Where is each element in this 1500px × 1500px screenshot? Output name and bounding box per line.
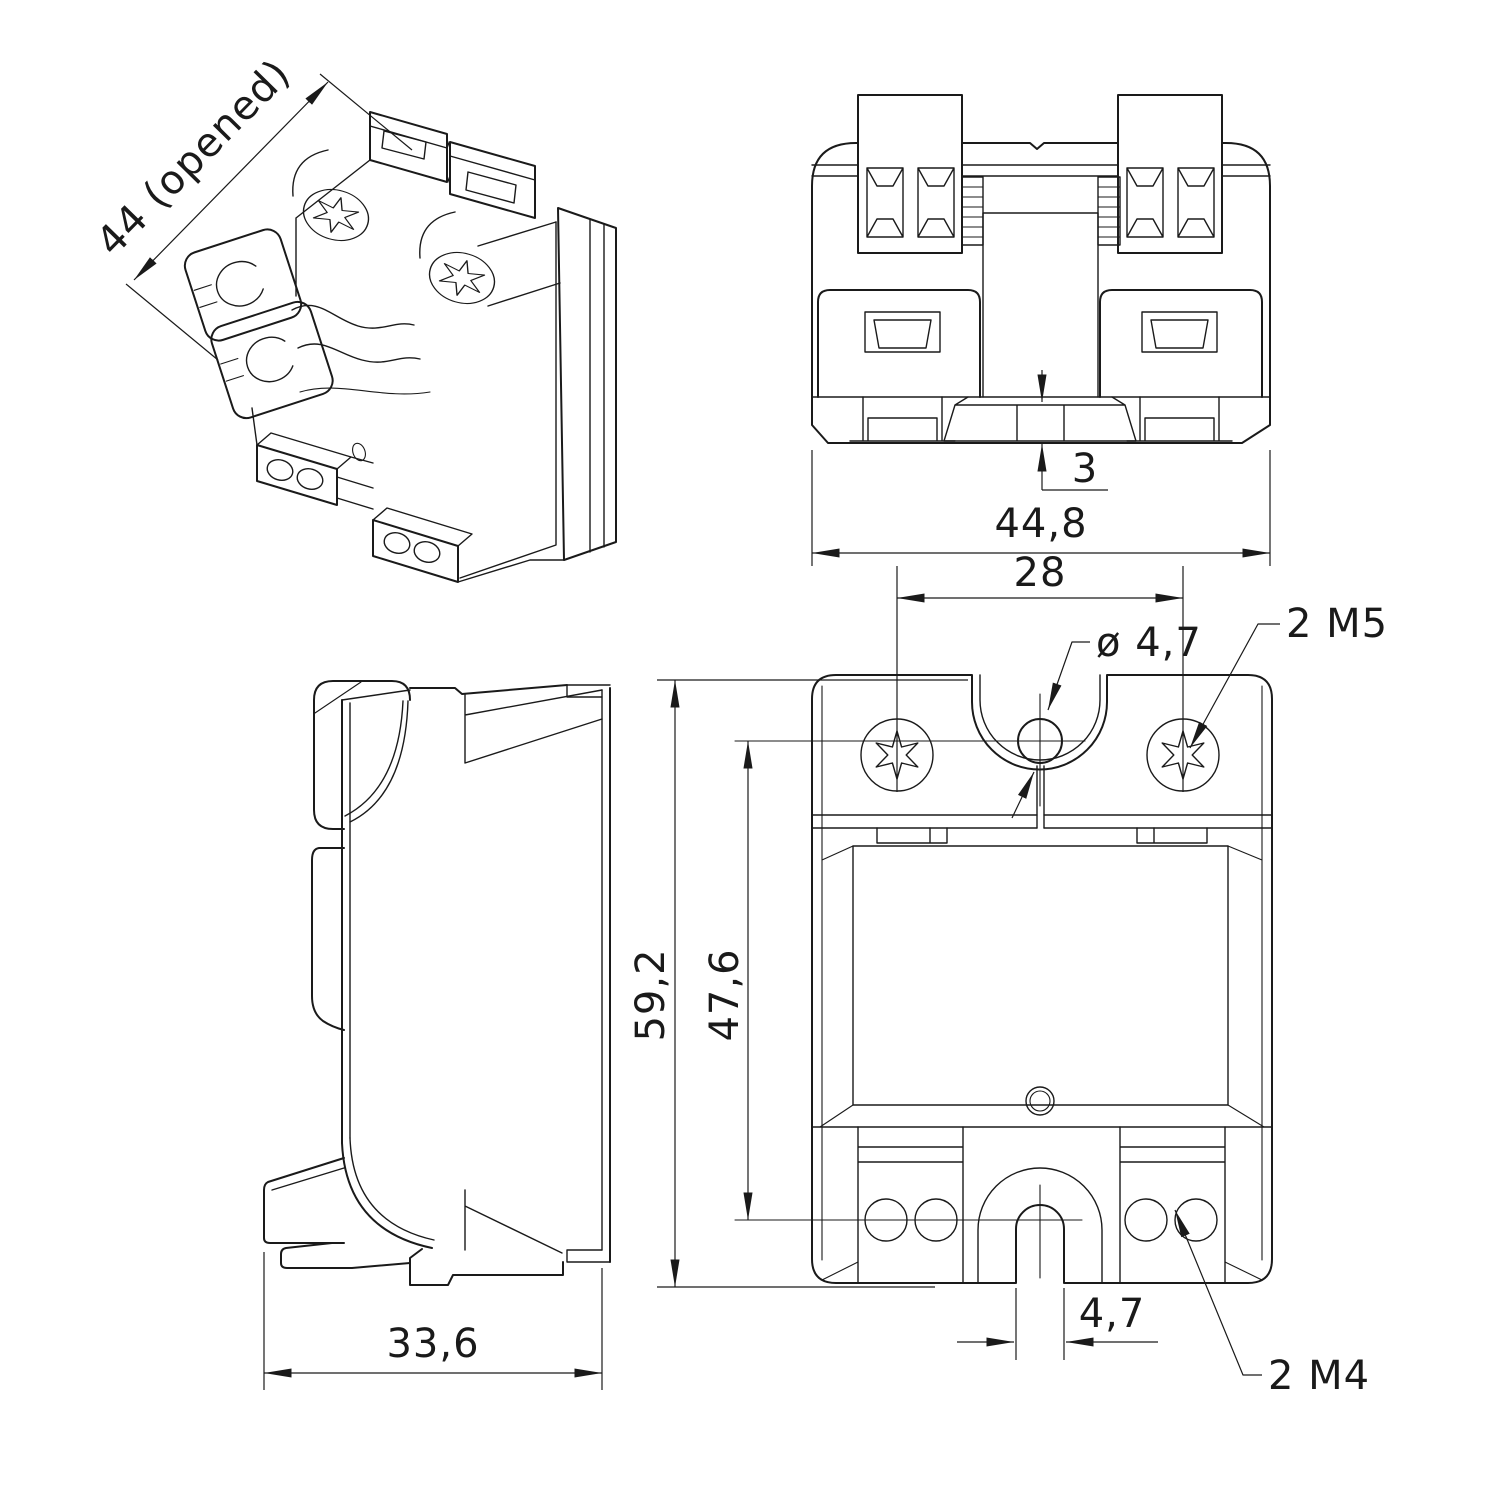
dim-28: 28 [896, 550, 1184, 792]
dim-center-height-label: 47,6 [702, 948, 748, 1041]
top-terminal-block-right [1117, 94, 1223, 254]
pozidriv-screw-iso-right [428, 251, 496, 305]
dim-side-depth-label: 33,6 [386, 1321, 479, 1367]
side-terminal-steps [263, 1157, 411, 1269]
dim-top-width-label: 44,8 [994, 501, 1087, 547]
dim-hole-diameter: ø 4,7 [1011, 620, 1202, 819]
cover-flap [313, 680, 411, 830]
wire-block-1 [256, 432, 352, 506]
front-terminal-left [857, 1126, 964, 1284]
dim-47-6: 47,6 [702, 740, 1086, 1221]
top-view: 3 44,8 [811, 94, 1271, 566]
dim-2m5: 2 M5 [1189, 601, 1388, 749]
dim-slot-width-label: 4,7 [1079, 1291, 1146, 1337]
dim-33-6: 33,6 [263, 1252, 603, 1390]
isometric-view: 44 (opened) [88, 51, 617, 583]
dim-2m4: 2 M4 [1174, 1209, 1370, 1399]
wire-entry-hole [1174, 1198, 1218, 1242]
dim-3: 3 [1037, 370, 1108, 492]
dim-terminal-screws-label: 2 M4 [1268, 1353, 1370, 1399]
dim-height-label: 59,2 [628, 948, 674, 1041]
label-area [852, 845, 1229, 1106]
rib-strip-left [961, 176, 984, 246]
led-indicator [1025, 1086, 1055, 1116]
bottom-arch [977, 1167, 1103, 1284]
dim-iso-depth-label: 44 (opened) [88, 51, 300, 266]
rib-strip-right [1097, 176, 1121, 246]
clamp-flap-lower [210, 300, 334, 420]
dim-top-step-label: 3 [1072, 446, 1098, 492]
pozidriv-screw-iso-left [302, 188, 370, 242]
dim-4-7: 4,7 [957, 1288, 1158, 1360]
dim-mounting-screws-label: 2 M5 [1286, 601, 1388, 647]
wire-block-2 [372, 507, 473, 583]
dim-hole-spacing-label: 28 [1014, 550, 1067, 596]
front-view: 28 ø 4,7 2 M5 59,2 47,6 4 [628, 550, 1388, 1399]
dim-hole-diameter-label: ø 4,7 [1096, 620, 1202, 666]
dim-44-8: 44,8 [811, 450, 1271, 566]
clamp-flap-upper [183, 228, 303, 342]
wire-entry-hole [1124, 1198, 1168, 1242]
top-terminal-block-left [857, 94, 963, 254]
side-view: 33,6 [263, 680, 611, 1390]
dim-59-2: 59,2 [628, 679, 968, 1288]
front-terminal-right [1119, 1126, 1226, 1284]
